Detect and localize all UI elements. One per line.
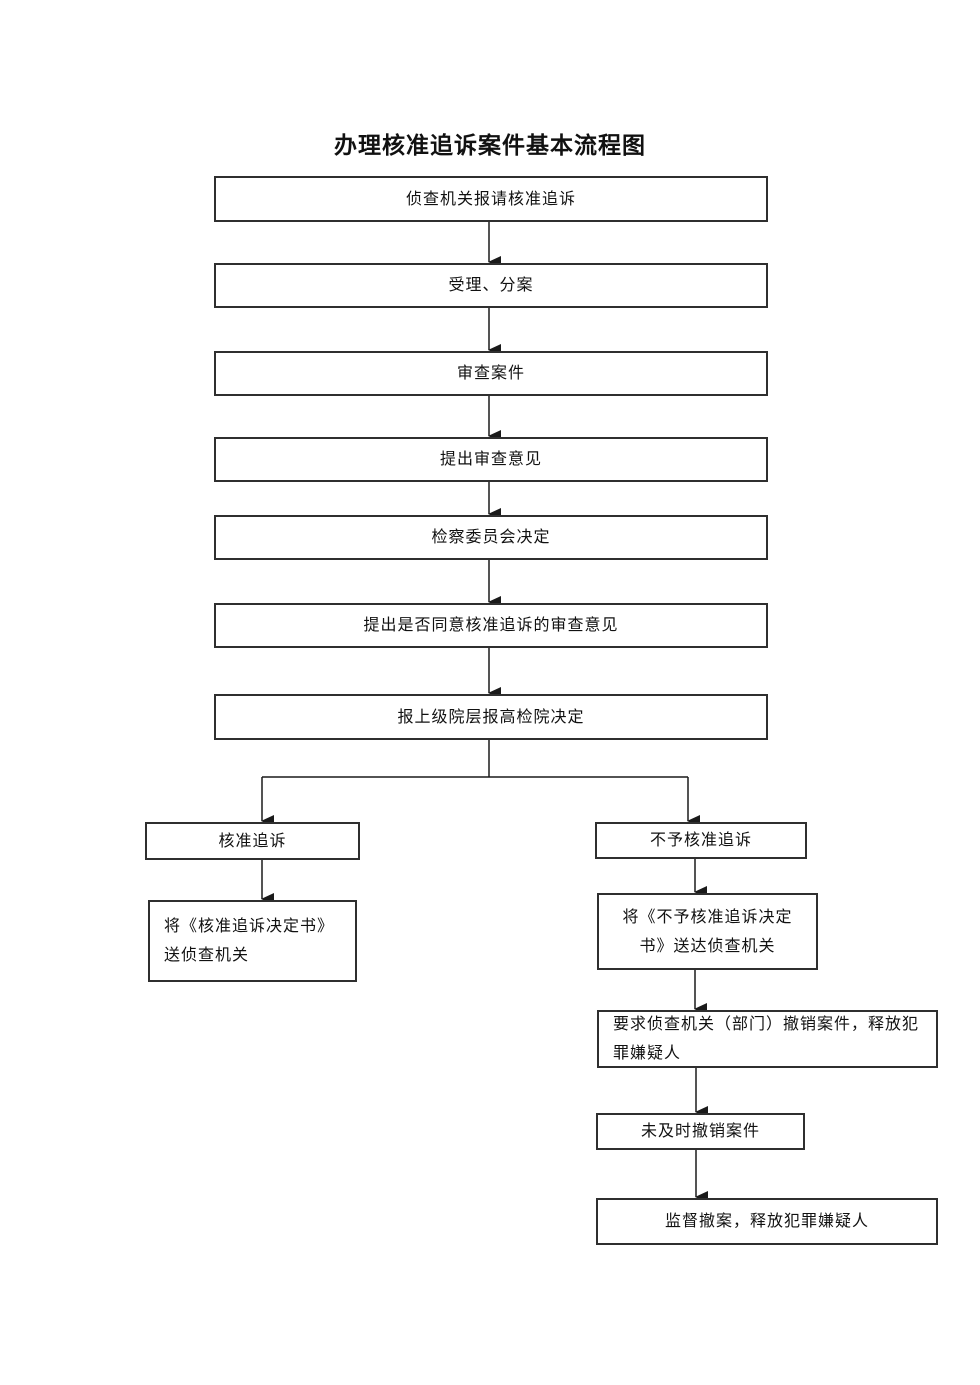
branch-box-case-not-withdrawn: 未及时撤销案件 [596, 1113, 805, 1150]
branch-box-demand-withdraw-case: 要求侦查机关（部门）撤销案件，释放犯 罪嫌疑人 [597, 1010, 938, 1068]
branch-box-deliver-approval-decision: 将《核准追诉决定书》 送侦查机关 [148, 900, 357, 982]
step-box-report-for-approval: 侦查机关报请核准追诉 [214, 176, 768, 222]
step-label-line1: 将《核准追诉决定书》 [164, 918, 335, 935]
step-label: 报上级院层报高检院决定 [397, 708, 585, 726]
step-label: 提出是否同意核准追诉的审查意见 [363, 617, 619, 634]
step-label: 审查案件 [456, 365, 525, 382]
step-label: 受理、分案 [448, 277, 534, 294]
step-label-line2: 送侦查机关 [164, 947, 250, 964]
page-title: 办理核准追诉案件基本流程图 [334, 133, 646, 158]
step-box-review-case: 审查案件 [214, 351, 768, 396]
step-label-line2: 罪嫌疑人 [613, 1045, 682, 1062]
step-label: 侦查机关报请核准追诉 [405, 190, 576, 208]
step-label: 核准追诉 [218, 832, 287, 850]
branch-box-reject-prosecution: 不予核准追诉 [595, 822, 807, 859]
branch-box-supervise-withdraw-release: 监督撤案，释放犯罪嫌疑人 [596, 1198, 938, 1245]
branch-box-deliver-rejection-decision: 将《不予核准追诉决定 书》送达侦查机关 [597, 893, 818, 970]
step-label-line1: 将《不予核准追诉决定 [622, 908, 793, 926]
step-box-review-opinion: 提出审查意见 [214, 437, 768, 482]
branch-box-approve-prosecution: 核准追诉 [145, 822, 360, 860]
step-label: 提出审查意见 [439, 451, 542, 468]
step-box-agree-opinion: 提出是否同意核准追诉的审查意见 [214, 603, 768, 648]
step-box-report-higher-court: 报上级院层报高检院决定 [214, 694, 768, 740]
step-label: 检察委员会决定 [431, 529, 551, 546]
step-box-accept-assign: 受理、分案 [214, 263, 768, 308]
step-label: 监督撤案，释放犯罪嫌疑人 [664, 1213, 869, 1230]
step-label-line1: 要求侦查机关（部门）撤销案件，释放犯 [613, 1016, 920, 1033]
step-box-committee-decision: 检察委员会决定 [214, 515, 768, 560]
step-label: 不予核准追诉 [649, 832, 752, 849]
step-label-line2: 书》送达侦查机关 [639, 937, 776, 955]
step-label: 未及时撤销案件 [640, 1123, 760, 1140]
